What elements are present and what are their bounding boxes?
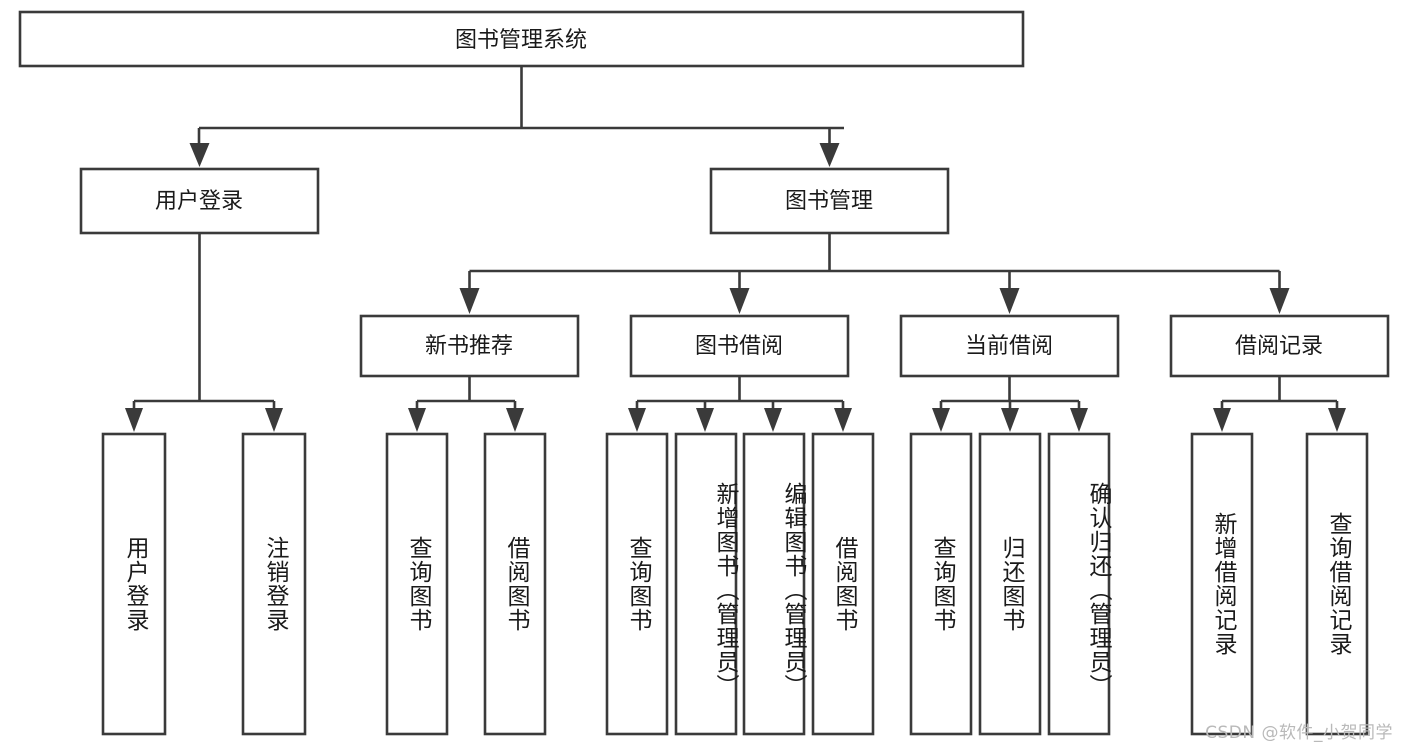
node-leaf-borrowrecords-0-box[interactable] (1190, 432, 1254, 736)
node-level3-current-borrow-label: 当前借阅 (965, 334, 1053, 359)
node-leaf-bookborrow-3-box[interactable] (811, 432, 875, 736)
node-level2-book-management-label: 图书管理 (785, 189, 873, 214)
arrow-head-leaf-currentborrow-2 (1070, 408, 1088, 432)
node-level3-book-borrow-box[interactable] (629, 314, 850, 378)
node-level3-current-borrow-box[interactable] (899, 314, 1120, 378)
node-root-book-management-system[interactable]: 图书管理系统 (18, 10, 1025, 68)
arrow-head-leaf-newbook-1 (506, 408, 524, 432)
node-leaf-currentborrow-1-box[interactable] (978, 432, 1042, 736)
arrow-head-book-manage (819, 143, 840, 167)
node-leaf-newbook-1-box[interactable] (483, 432, 547, 736)
connector-group-bookborrow-to-leaves (628, 376, 852, 432)
node-leaf-currentborrow-0-box[interactable] (909, 432, 973, 736)
connector-group-userlogin-to-leaves (125, 233, 283, 432)
arrow-head-leaf-borrowrecords-0 (1213, 408, 1231, 432)
node-level3-new-book-recommend[interactable]: 新书推荐 (359, 314, 580, 378)
node-level3-borrow-records-box[interactable] (1169, 314, 1390, 378)
arrow-head-leaf-userlogin-1 (265, 408, 283, 432)
arrow-head-leaf-bookborrow-0 (628, 408, 646, 432)
node-leaf-bookborrow-0-box[interactable] (605, 432, 669, 736)
connector-group-book-manage-to-level3 (459, 233, 1290, 314)
watermark-text: CSDN @软件_小贺同学 (1205, 723, 1393, 743)
arrow-head-leaf-bookborrow-1 (696, 408, 714, 432)
node-leaf-userlogin-1-box[interactable] (241, 432, 307, 736)
node-level2-user-login-label: 用户登录 (155, 189, 243, 214)
arrow-head-currentborrow (999, 288, 1020, 314)
connector-group-newbook-to-leaves (408, 376, 524, 432)
connector-group-currentborrow-to-leaves (932, 376, 1088, 432)
node-leaf-newbook-0-box[interactable] (385, 432, 449, 736)
node-level3-book-borrow[interactable]: 图书借阅 (629, 314, 850, 378)
node-level3-current-borrow[interactable]: 当前借阅 (899, 314, 1120, 378)
arrow-head-leaf-bookborrow-2 (764, 408, 782, 432)
arrow-head-newbook (459, 288, 480, 314)
node-leaf-userlogin-0-box[interactable] (101, 432, 167, 736)
node-level3-borrow-records[interactable]: 借阅记录 (1169, 314, 1390, 378)
connector-group-borrowrecords-to-leaves (1213, 376, 1346, 432)
node-leaf-currentborrow-2-box[interactable] (1047, 432, 1111, 736)
node-level3-book-borrow-label: 图书借阅 (695, 334, 783, 359)
node-level3-borrow-records-label: 借阅记录 (1235, 334, 1323, 359)
node-leaf-bookborrow-2-box[interactable] (742, 432, 806, 736)
arrow-head-bookborrow (729, 288, 750, 314)
node-level3-new-book-recommend-label: 新书推荐 (425, 334, 513, 359)
arrow-head-leaf-borrowrecords-1 (1328, 408, 1346, 432)
arrow-head-leaf-currentborrow-1 (1001, 408, 1019, 432)
node-root-box[interactable] (18, 10, 1025, 68)
node-level3-new-book-recommend-box[interactable] (359, 314, 580, 378)
node-level2-book-management[interactable]: 图书管理 (709, 167, 950, 235)
arrow-head-leaf-bookborrow-3 (834, 408, 852, 432)
arrow-head-borrowrecords (1269, 288, 1290, 314)
node-level2-book-management-box[interactable] (709, 167, 950, 235)
arrow-head-leaf-newbook-0 (408, 408, 426, 432)
node-leaf-borrowrecords-1-box[interactable] (1305, 432, 1369, 736)
node-root-label: 图书管理系统 (455, 28, 587, 53)
node-leaf-bookborrow-1-box[interactable] (674, 432, 738, 736)
arrow-head-user-login (189, 143, 210, 167)
node-level2-user-login[interactable]: 用户登录 (79, 167, 320, 235)
arrow-head-leaf-currentborrow-0 (932, 408, 950, 432)
arrow-head-leaf-userlogin-0 (125, 408, 143, 432)
node-level2-user-login-box[interactable] (79, 167, 320, 235)
connector-group-root-to-level2 (189, 66, 844, 167)
